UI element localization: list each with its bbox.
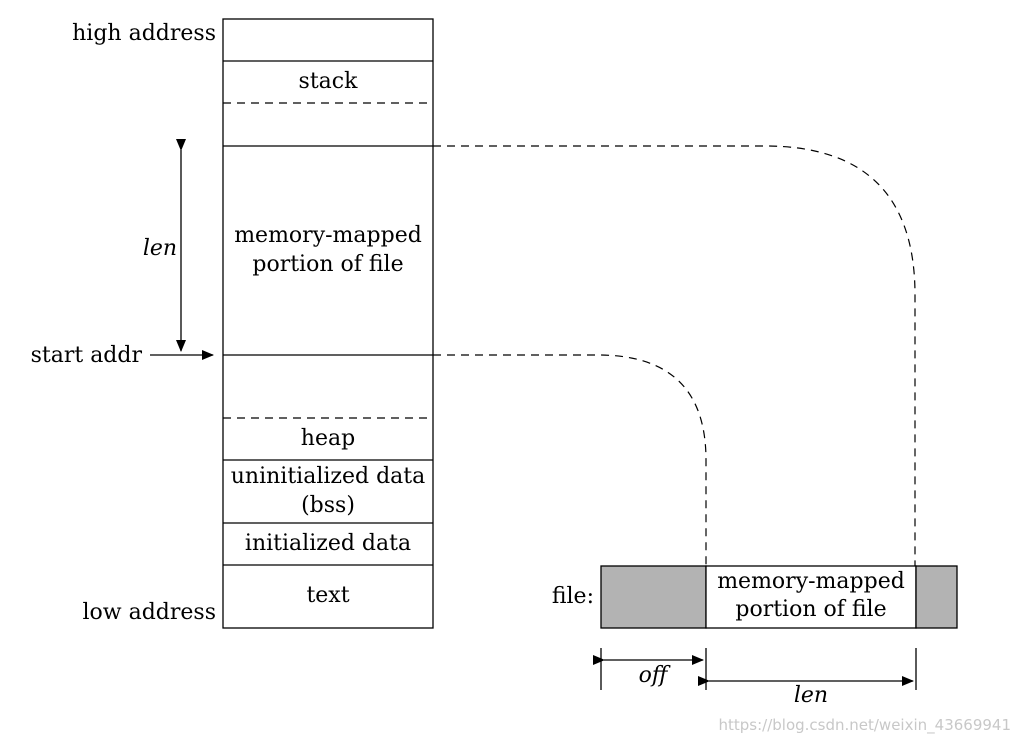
heap-label: heap xyxy=(301,426,355,451)
mmap-label-line2: portion of file xyxy=(252,252,403,277)
memory-column: stack memory-mapped portion of file heap… xyxy=(222,18,434,629)
init-data-label: initialized data xyxy=(245,531,411,556)
off-label: off xyxy=(639,663,671,688)
file-label: file: xyxy=(552,584,594,609)
memory-outline xyxy=(222,18,434,629)
len-vertical-label: len xyxy=(143,236,177,261)
start-addr-label: start addr xyxy=(31,343,143,368)
connector-bottom-dashed xyxy=(433,354,707,566)
file-tail-region xyxy=(915,565,958,629)
connector-top-dashed xyxy=(433,145,916,566)
file-bar: memory-mapped portion of file xyxy=(600,565,958,629)
file-len-label: len xyxy=(794,683,828,708)
bss-label-line1: uninitialized data xyxy=(231,464,426,489)
file-mapped-region xyxy=(705,565,917,629)
high-address-label: high address xyxy=(72,21,216,46)
bss-label-line2: (bss) xyxy=(301,493,355,518)
file-mmap-label-line2: portion of file xyxy=(735,597,886,622)
file-mmap-label-line1: memory-mapped xyxy=(717,569,905,594)
watermark-text: https://blog.csdn.net/weixin_43669941 xyxy=(718,716,1011,735)
text-segment-label: text xyxy=(306,583,349,608)
file-offset-region xyxy=(600,565,707,629)
low-address-label: low address xyxy=(82,600,216,625)
mmap-label-line1: memory-mapped xyxy=(234,223,422,248)
stack-label: stack xyxy=(299,69,359,94)
